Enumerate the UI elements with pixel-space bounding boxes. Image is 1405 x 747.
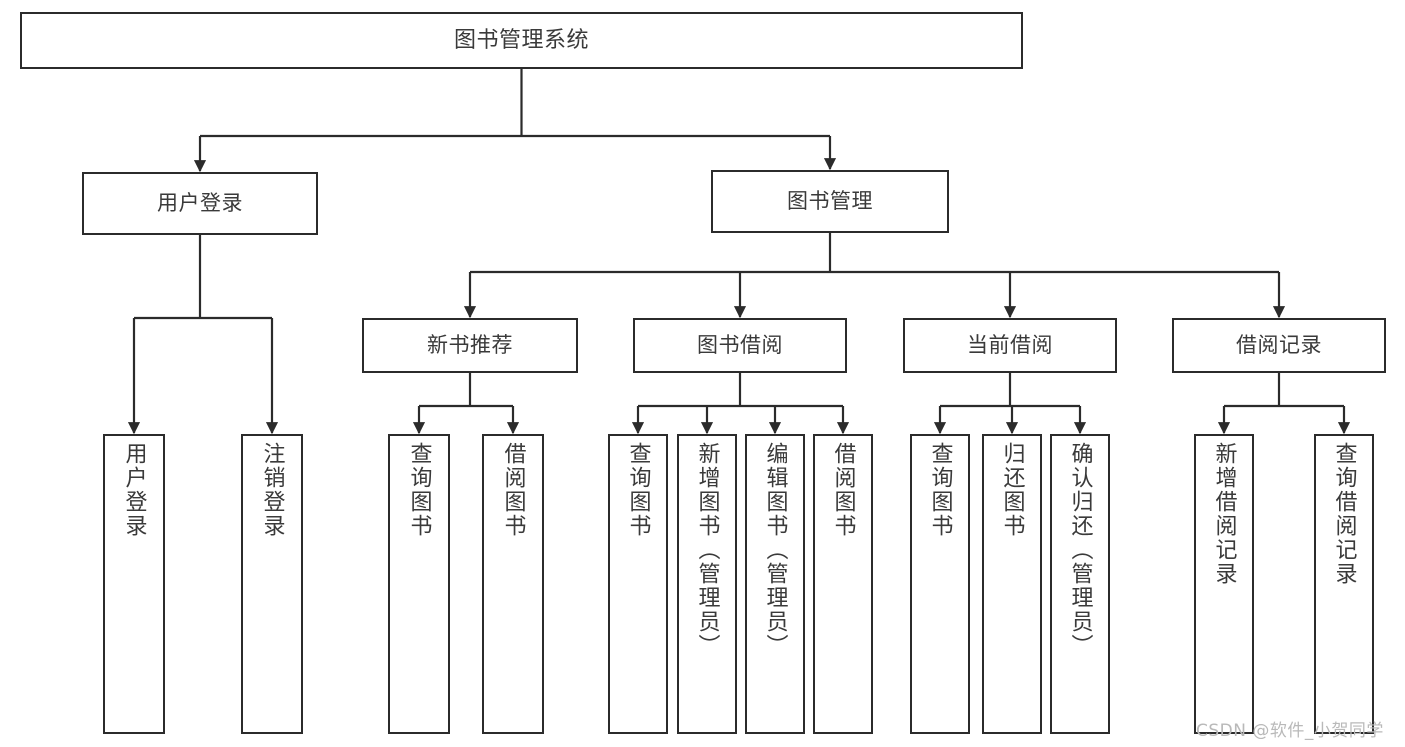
node-label-bb-query-book: 查询图书: [625, 442, 651, 538]
node-borrow-record[interactable]: 借阅记录: [1172, 318, 1386, 373]
node-label-cb-confirm-return: 确认归还（管理员）: [1067, 442, 1093, 658]
node-book-manage[interactable]: 图书管理: [711, 170, 949, 233]
node-bb-add-book[interactable]: 新增图书（管理员）: [677, 434, 737, 734]
node-cb-return-book[interactable]: 归还图书: [982, 434, 1042, 734]
node-bb-borrow-book[interactable]: 借阅图书: [813, 434, 873, 734]
node-bb-edit-book[interactable]: 编辑图书（管理员）: [745, 434, 805, 734]
node-label-bb-borrow-book: 借阅图书: [830, 442, 856, 538]
node-label-user-login-do: 用户登录: [121, 442, 147, 538]
node-label-user-login: 用户登录: [157, 191, 243, 216]
node-br-add-record[interactable]: 新增借阅记录: [1194, 434, 1254, 734]
node-label-current-borrow: 当前借阅: [967, 333, 1053, 358]
node-label-borrow-record: 借阅记录: [1236, 333, 1322, 358]
node-label-user-logout: 注销登录: [259, 442, 285, 538]
node-nbr-query-book[interactable]: 查询图书: [388, 434, 450, 734]
node-user-login[interactable]: 用户登录: [82, 172, 318, 235]
node-label-cb-query-book: 查询图书: [927, 442, 953, 538]
node-label-new-book-recommend: 新书推荐: [427, 333, 513, 358]
node-label-nbr-borrow-book: 借阅图书: [500, 442, 526, 538]
node-current-borrow[interactable]: 当前借阅: [903, 318, 1117, 373]
node-label-bb-edit-book: 编辑图书（管理员）: [762, 442, 788, 658]
node-label-cb-return-book: 归还图书: [999, 442, 1025, 538]
node-user-login-do[interactable]: 用户登录: [103, 434, 165, 734]
node-cb-confirm-return[interactable]: 确认归还（管理员）: [1050, 434, 1110, 734]
node-label-root: 图书管理系统: [453, 27, 589, 53]
node-label-book-borrow: 图书借阅: [697, 333, 783, 358]
node-cb-query-book[interactable]: 查询图书: [910, 434, 970, 734]
node-user-logout[interactable]: 注销登录: [241, 434, 303, 734]
node-new-book-recommend[interactable]: 新书推荐: [362, 318, 578, 373]
node-nbr-borrow-book[interactable]: 借阅图书: [482, 434, 544, 734]
csdn-watermark: CSDN @软件_小贺同学: [1196, 721, 1384, 741]
node-label-bb-add-book: 新增图书（管理员）: [694, 442, 720, 658]
node-label-br-query-record: 查询借阅记录: [1331, 442, 1357, 586]
node-bb-query-book[interactable]: 查询图书: [608, 434, 668, 734]
node-root[interactable]: 图书管理系统: [20, 12, 1023, 69]
node-br-query-record[interactable]: 查询借阅记录: [1314, 434, 1374, 734]
node-label-br-add-record: 新增借阅记录: [1211, 442, 1237, 586]
node-label-nbr-query-book: 查询图书: [406, 442, 432, 538]
node-book-borrow[interactable]: 图书借阅: [633, 318, 847, 373]
node-label-book-manage: 图书管理: [787, 189, 873, 214]
